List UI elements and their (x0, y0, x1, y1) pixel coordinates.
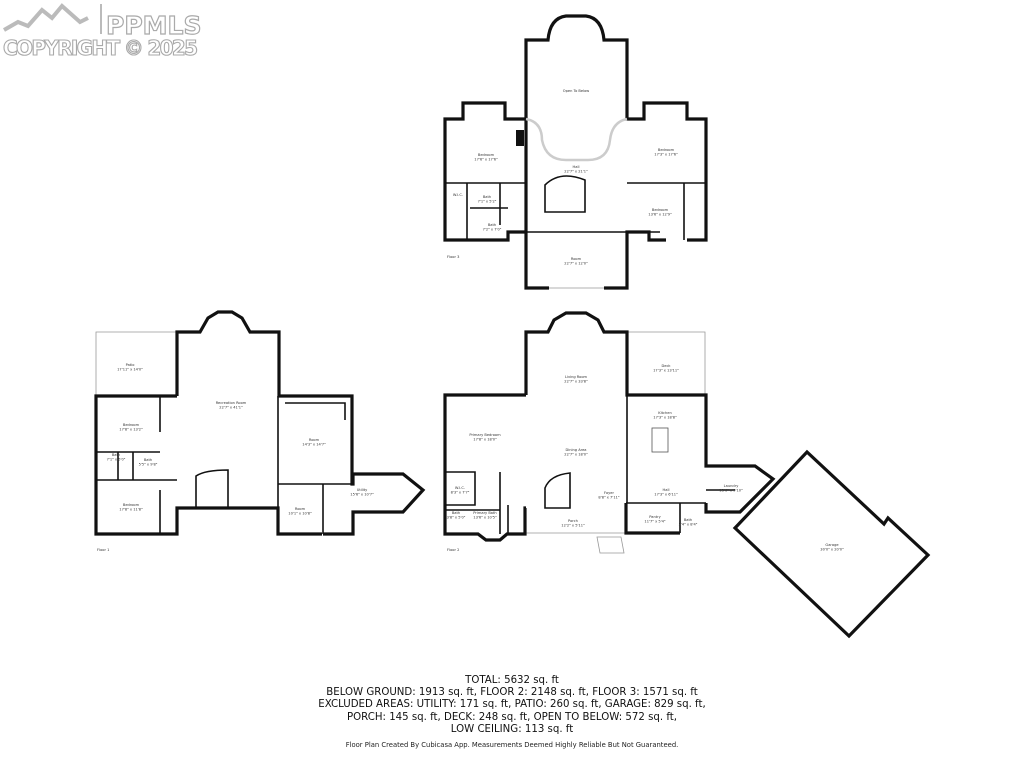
room-name: Primary Bath (473, 511, 496, 515)
floor-3-plan (443, 14, 708, 290)
room-name: Porch (568, 519, 578, 523)
room-dimensions: 3'8" x 5'0" (447, 516, 466, 520)
room-dimensions: 12'2" x 5'11" (561, 524, 585, 528)
room-dimensions: 17'3" x 17'6" (654, 153, 678, 157)
disclaimer: Floor Plan Created By Cubicasa App. Meas… (345, 741, 679, 749)
room-name: Patio (126, 363, 135, 367)
room-name: Utility (357, 488, 368, 492)
room-dimensions: 14'3" x 14'7" (302, 443, 326, 447)
room-name: Bedroom (478, 153, 495, 157)
floor-1-label: Floor 1 (97, 548, 109, 552)
room-dimensions: 22'7" x 12'0" (564, 262, 588, 266)
room-name: Deck (661, 364, 671, 368)
room-name: Bedroom (652, 208, 669, 212)
room-dimensions: 7'2" x 7'0" (483, 228, 502, 232)
room-name: Hall (573, 165, 580, 169)
room-name: Bedroom (658, 148, 675, 152)
room-name: Open To Below (563, 89, 590, 93)
summary-excluded-2: PORCH: 145 sq. ft, DECK: 248 sq. ft, OPE… (347, 711, 677, 723)
room-dimensions: 30'0" x 20'0" (820, 548, 844, 552)
room-dimensions: 15'6" x 10'7" (350, 493, 374, 497)
floor-1-plan (94, 310, 426, 536)
room-name: Bath (488, 223, 496, 227)
room-name: Dining Area (565, 448, 586, 452)
room-name: Bath (684, 518, 692, 522)
room-name: Pantry (649, 515, 661, 519)
room-dimensions: 8'8" x 7'11" (598, 496, 619, 500)
summary-total: TOTAL: 5632 sq. ft (465, 675, 559, 686)
room-name: Primary Bedroom (469, 433, 501, 437)
room-name: W.I.C. (453, 193, 463, 197)
room-name: Recreation Room (216, 401, 247, 405)
room-dimensions: 10'1" x 10'8" (288, 512, 312, 516)
room-name: Room (295, 507, 306, 511)
room-name: Kitchen (658, 411, 672, 415)
room-dimensions: 17'8" x 13'2" (119, 428, 143, 432)
room-dimensions: 17'3" x 18'8" (653, 416, 677, 420)
summary-excluded-1: EXCLUDED AREAS: UTILITY: 171 sq. ft, PAT… (318, 699, 706, 711)
room-dimensions: 22'7" x 33'8" (564, 380, 588, 384)
room-dimensions: 7'1" x 5'2" (478, 200, 497, 204)
room-dimensions: 13'6" x 10'5" (473, 516, 497, 520)
room-dimensions: 17'8" x 11'8" (119, 508, 143, 512)
room-dimensions: 11'7" x 5'4" (644, 520, 665, 524)
room-dimensions: 17'3" x 6'11" (654, 493, 678, 497)
room-name: Foyer (604, 491, 614, 495)
room-name: W.I.C. (455, 486, 465, 490)
room-dimensions: 5'5" x 9'8" (139, 463, 158, 467)
room-dimensions: 8'3" x 7'7" (451, 491, 470, 495)
summary-excluded-3: LOW CEILING: 113 sq. ft (450, 723, 574, 735)
ppmls-watermark-logo: PPMLS COPYRIGHT © 2025 (2, 3, 202, 60)
room-dimensions: 17'11" x 14'0" (117, 368, 143, 372)
area-summary: TOTAL: 5632 sq. ft BELOW GROUND: 1913 sq… (0, 675, 1024, 736)
room-name: Garage (825, 543, 839, 547)
room-name: Bath (452, 511, 460, 515)
svg-text:PPMLS: PPMLS (106, 11, 201, 40)
room-dimensions: 22'7" x 41'1" (219, 406, 243, 410)
room-name: Bedroom (123, 503, 140, 507)
room-name: Laundry (724, 484, 740, 488)
room-name: Room (571, 257, 582, 261)
room-dimensions: 22'7" x 18'0" (564, 453, 588, 457)
floor-2-plan (443, 311, 931, 639)
room-dimensions: 7'1" x 5'0" (107, 458, 126, 462)
room-name: Room (309, 438, 320, 442)
room-dimensions: 13'6" x 12'9" (648, 213, 672, 217)
summary-floors: BELOW GROUND: 1913 sq. ft, FLOOR 2: 2148… (326, 687, 698, 699)
room-dimensions: 17'3" x 13'11" (653, 369, 679, 373)
room-name: Hall (663, 488, 670, 492)
room-dimensions: 5'4" x 8'4" (679, 523, 698, 527)
room-name: Living Room (565, 375, 588, 379)
room-dimensions: 17'8" x 18'0" (473, 438, 497, 442)
floor-2-label: Floor 2 (447, 548, 459, 552)
floor-3-label: Floor 3 (447, 255, 459, 259)
room-dimensions: 13'6" x 9'10" (719, 489, 743, 493)
room-name: Bedroom (123, 423, 140, 427)
room-dimensions: 17'6" x 17'6" (474, 158, 498, 162)
room-name: Bath (483, 195, 491, 199)
svg-text:COPYRIGHT © 2025: COPYRIGHT © 2025 (3, 36, 198, 60)
room-dimensions: 22'7" x 21'1" (564, 170, 588, 174)
room-name: Bath (112, 453, 120, 457)
room-name: Bath (144, 458, 152, 462)
